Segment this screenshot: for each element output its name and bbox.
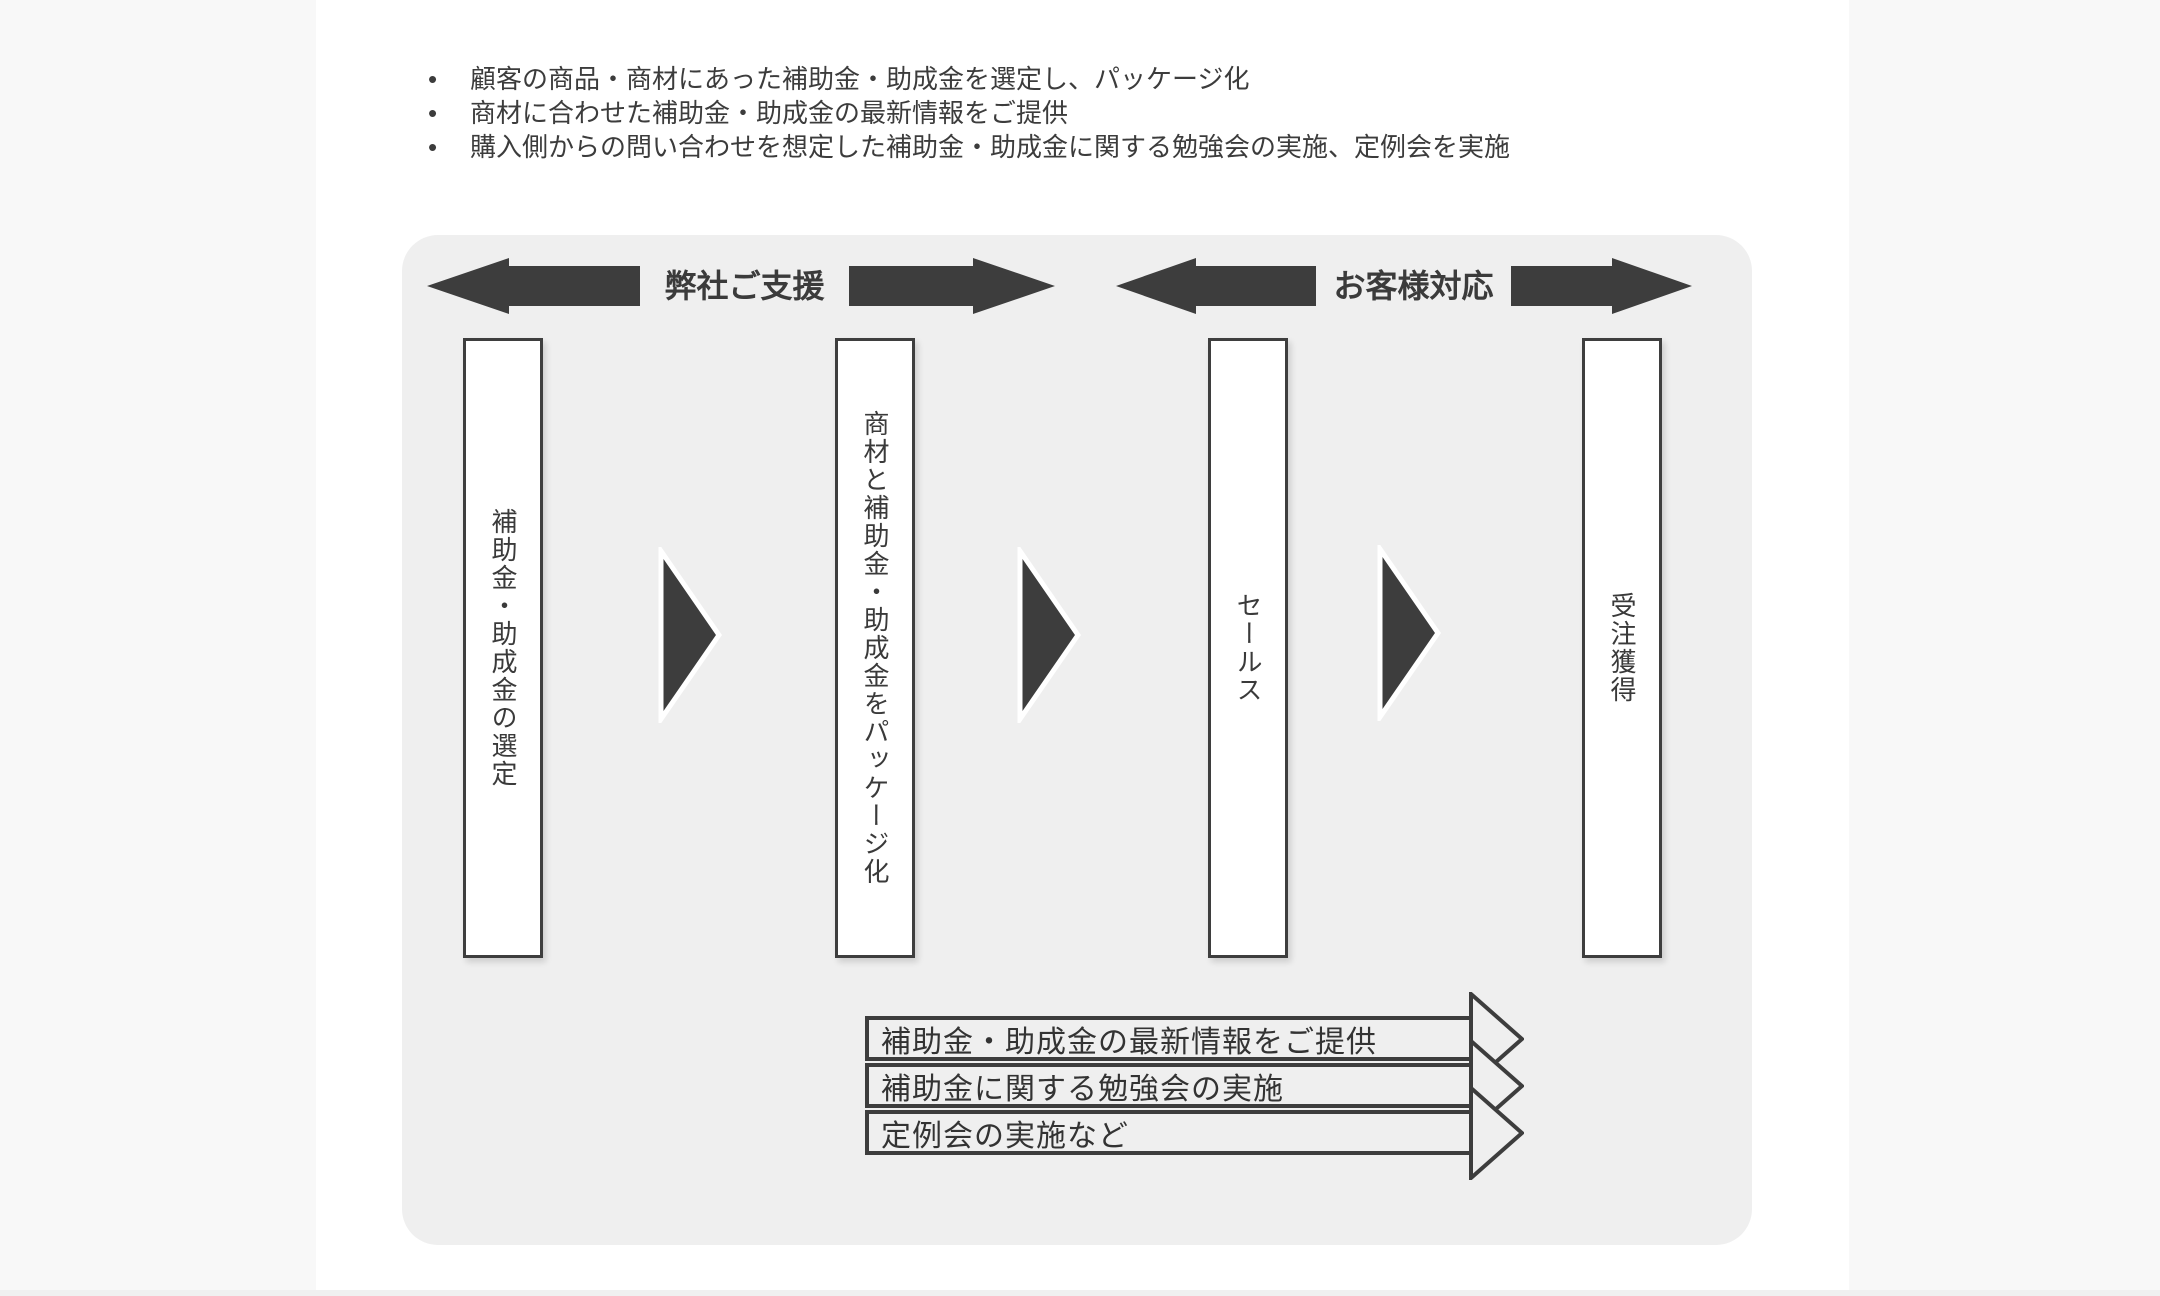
span-arrow-right-icon [1511, 258, 1692, 314]
phase-label-our-support: 弊社ご支援 [664, 268, 825, 304]
banner-arrow-icon [1469, 1086, 1524, 1180]
process-step-box: 商材と補助金・助成金をパッケージ化 [835, 338, 915, 958]
bullet-item: • 商材に合わせた補助金・助成金の最新情報をご提供 [428, 96, 1788, 130]
process-step-box: 補助金・助成金の選定 [463, 338, 543, 958]
flow-arrow-icon [1377, 545, 1441, 721]
bullet-list: • 顧客の商品・商材にあった補助金・助成金を選定し、パッケージ化 • 商材に合わ… [428, 62, 1788, 164]
footer-strip [0, 1290, 2160, 1296]
bullet-text: 商材に合わせた補助金・助成金の最新情報をご提供 [470, 98, 1069, 128]
bullet-marker: • [428, 132, 438, 162]
span-arrow-right-icon [849, 258, 1055, 314]
process-panel: 弊社ご支援 お客様対応 補助金・助成金の選定 商材と補助金・助成金をパッケージ化… [402, 235, 1752, 1245]
banner-label: 補助金・助成金の最新情報をご提供 [881, 1025, 1377, 1059]
bullet-item: • 購入側からの問い合わせを想定した補助金・助成金に関する勉強会の実施、定例会を… [428, 130, 1788, 164]
step-label: 受注獲得 [1607, 592, 1637, 704]
step-label: 補助金・助成金の選定 [488, 508, 518, 788]
process-step-box: 受注獲得 [1582, 338, 1662, 958]
phase-label-customer-handling: お客様対応 [1333, 268, 1494, 304]
step-label: セールス [1233, 592, 1263, 704]
step-label: 商材と補助金・助成金をパッケージ化 [860, 410, 890, 886]
bullet-text: 購入側からの問い合わせを想定した補助金・助成金に関する勉強会の実施、定例会を実施 [470, 132, 1511, 162]
bullet-marker: • [428, 98, 438, 128]
flow-arrow-icon [1017, 547, 1081, 723]
bullet-marker: • [428, 64, 438, 94]
span-arrow-left-icon [1116, 258, 1316, 314]
flow-arrow-icon [658, 547, 722, 723]
process-step-box: セールス [1208, 338, 1288, 958]
bullet-item: • 顧客の商品・商材にあった補助金・助成金を選定し、パッケージ化 [428, 62, 1788, 96]
banner-label: 補助金に関する勉強会の実施 [881, 1072, 1284, 1106]
span-arrow-left-icon [427, 258, 640, 314]
support-banner: 定例会の実施など [865, 1110, 1471, 1155]
bullet-text: 顧客の商品・商材にあった補助金・助成金を選定し、パッケージ化 [470, 64, 1250, 94]
support-banner: 補助金に関する勉強会の実施 [865, 1063, 1471, 1108]
banner-label: 定例会の実施など [881, 1119, 1129, 1153]
support-banner: 補助金・助成金の最新情報をご提供 [865, 1016, 1471, 1061]
